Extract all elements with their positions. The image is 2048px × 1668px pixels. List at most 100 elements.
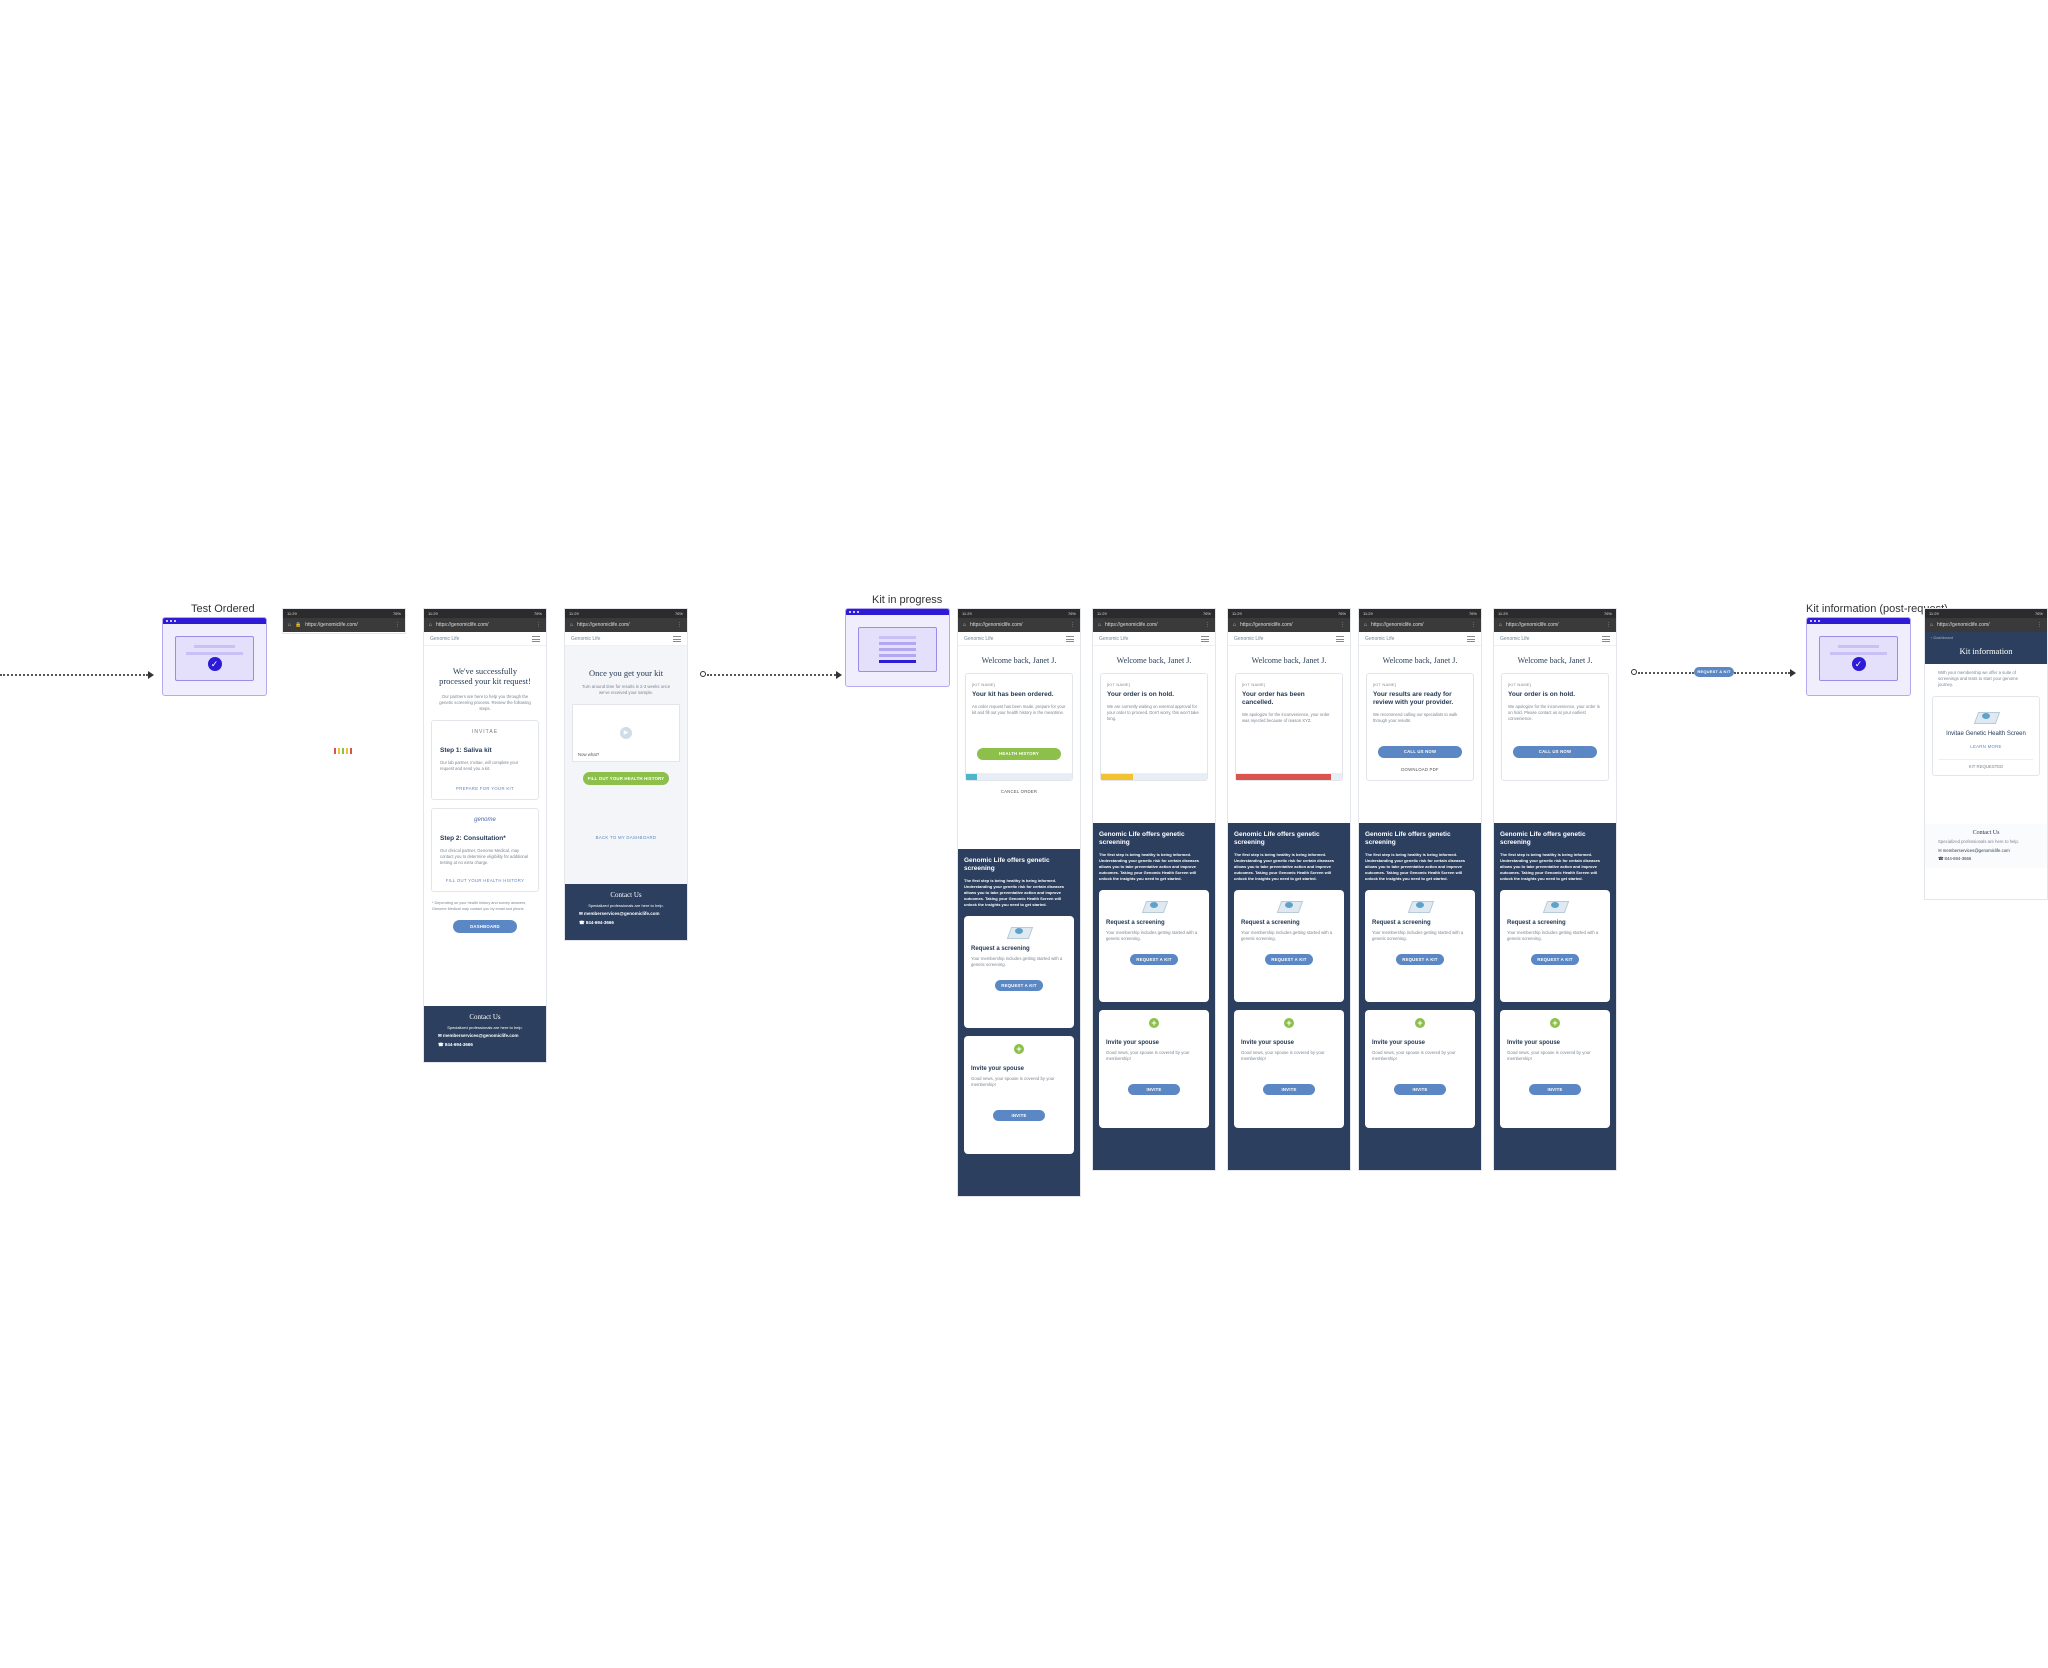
more-icon[interactable]: ⋮ <box>536 622 541 628</box>
contact-phone[interactable]: ☎ 844-694-3666 <box>579 920 614 925</box>
more-icon[interactable]: ⋮ <box>677 622 682 628</box>
status-battery: 76% <box>1337 611 1346 616</box>
card-action-button[interactable]: CALL US NOW <box>1513 746 1597 758</box>
status-body: We apologize for the inconvenience, your… <box>1242 712 1330 723</box>
menu-icon[interactable] <box>1467 635 1475 642</box>
url-field[interactable]: https://genomiclife.com/ <box>1371 622 1424 628</box>
card-body: Good news, your spouse is covered by you… <box>1372 1050 1456 1061</box>
cancel-order-link[interactable]: CANCEL ORDER <box>1000 789 1038 794</box>
home-icon[interactable]: ⌂ <box>1364 622 1368 628</box>
brand-logo[interactable]: Genomic Life <box>1500 635 1530 642</box>
back-link[interactable]: ‹ Dashboard <box>1931 635 1954 640</box>
invite-spouse-card: + Invite your spouse Good news, your spo… <box>964 1036 1074 1154</box>
contact-email[interactable]: ✉ memberservices@genomiclife.com <box>438 1033 519 1038</box>
request-kit-button[interactable]: REQUEST A KIT <box>1531 954 1579 965</box>
card-action-button[interactable]: HEALTH HISTORY <box>977 748 1061 760</box>
url-field[interactable]: https://genomiclife.com/ <box>1937 622 1990 628</box>
menu-icon[interactable] <box>1602 635 1610 642</box>
brand-logo[interactable]: Genomic Life <box>1099 635 1129 642</box>
request-kit-button[interactable]: REQUEST A KIT <box>1265 954 1313 965</box>
status-title: Your order is on hold. <box>1508 691 1576 698</box>
brand-logo[interactable]: Genomic Life <box>430 635 460 642</box>
card-action-button[interactable]: CALL US NOW <box>1378 746 1462 758</box>
invite-button[interactable]: INVITE <box>1128 1084 1180 1095</box>
contact-email[interactable]: ✉ memberservices@genomiclife.com <box>1938 848 2010 853</box>
prepare-kit-link[interactable]: PREPARE FOR YOUR KIT <box>456 786 514 791</box>
flow-connector <box>1638 672 1694 674</box>
more-icon[interactable]: ⋮ <box>2037 622 2042 628</box>
video-player[interactable]: ▶ Now what? <box>572 704 680 762</box>
invite-button[interactable]: INVITE <box>1263 1084 1315 1095</box>
brand-logo[interactable]: Genomic Life <box>1365 635 1395 642</box>
contact-phone[interactable]: ☎ 844-694-3666 <box>438 1042 473 1047</box>
status-title: Your results are ready for review with y… <box>1373 691 1454 706</box>
flow-title-test-ordered: Test Ordered <box>191 603 255 615</box>
progress-fill <box>1101 774 1133 780</box>
request-kit-button[interactable]: REQUEST A KIT <box>1396 954 1444 965</box>
brand-logo[interactable]: Genomic Life <box>964 635 994 642</box>
more-icon[interactable]: ⋮ <box>1606 622 1611 628</box>
learn-more-link[interactable]: LEARN MORE <box>1970 744 2002 749</box>
menu-icon[interactable] <box>673 635 681 642</box>
offer-title: Genomic Life offers genetic screening <box>1365 831 1451 846</box>
turnaround-text: Turn around time for results is 2-3 week… <box>581 684 671 695</box>
url-field[interactable]: https://genomiclife.com/ <box>305 622 358 628</box>
home-icon[interactable]: ⌂ <box>1930 622 1934 628</box>
video-caption: Now what? <box>578 752 600 757</box>
request-kit-connector-button[interactable]: REQUEST A KIT <box>1694 667 1734 677</box>
status-time: 11:29 <box>962 611 972 616</box>
invite-spouse-card: + Invite your spouse Good news, your spo… <box>1099 1010 1209 1128</box>
brand-logo[interactable]: Genomic Life <box>1234 635 1264 642</box>
url-field[interactable]: https://genomiclife.com/ <box>1506 622 1559 628</box>
menu-icon[interactable] <box>1336 635 1344 642</box>
invite-button[interactable]: INVITE <box>1394 1084 1446 1095</box>
url-field[interactable]: https://genomiclife.com/ <box>1105 622 1158 628</box>
menu-icon[interactable] <box>532 635 540 642</box>
url-field[interactable]: https://genomiclife.com/ <box>1240 622 1293 628</box>
contact-section: Contact Us Specialized professionals are… <box>565 884 687 940</box>
home-icon[interactable]: ⌂ <box>570 622 574 628</box>
play-icon[interactable]: ▶ <box>620 727 632 739</box>
card-body: Good news, your spouse is covered by you… <box>1507 1050 1591 1061</box>
more-icon[interactable]: ⋮ <box>1205 622 1210 628</box>
status-battery: 76% <box>392 611 401 616</box>
invite-button[interactable]: INVITE <box>1529 1084 1581 1095</box>
plus-icon: + <box>1284 1018 1294 1028</box>
more-icon[interactable]: ⋮ <box>395 622 400 628</box>
url-field[interactable]: https://genomiclife.com/ <box>577 622 630 628</box>
contact-email[interactable]: ✉ memberservices@genomiclife.com <box>579 911 660 916</box>
request-kit-button[interactable]: REQUEST A KIT <box>995 980 1043 991</box>
kit-box-icon <box>1276 898 1302 914</box>
status-progress-bar <box>1236 773 1342 780</box>
kit-status-card: [KIT NAME] Your kit has been ordered. An… <box>965 673 1073 781</box>
request-kit-button[interactable]: REQUEST A KIT <box>1130 954 1178 965</box>
contact-subtitle: Specialized professionals are here to he… <box>588 903 664 908</box>
status-progress-bar <box>966 773 1072 780</box>
brand-logo[interactable]: Genomic Life <box>571 635 601 642</box>
mail-icon: ✉ <box>1938 848 1943 853</box>
home-icon[interactable]: ⌂ <box>963 622 967 628</box>
health-history-button[interactable]: FILL OUT YOUR HEALTH HISTORY <box>583 772 669 785</box>
home-icon[interactable]: ⌂ <box>1233 622 1237 628</box>
home-icon[interactable]: ⌂ <box>1098 622 1102 628</box>
more-icon[interactable]: ⋮ <box>1070 622 1075 628</box>
home-icon[interactable]: ⌂ <box>1499 622 1503 628</box>
download-pdf-link[interactable]: DOWNLOAD PDF <box>1401 767 1439 772</box>
url-field[interactable]: https://genomiclife.com/ <box>436 622 489 628</box>
health-history-link[interactable]: FILL OUT YOUR HEALTH HISTORY <box>445 878 525 883</box>
plus-icon: + <box>1415 1018 1425 1028</box>
more-icon[interactable]: ⋮ <box>1340 622 1345 628</box>
kit-status-card: [KIT NAME] Your results are ready for re… <box>1366 673 1474 781</box>
back-to-dashboard-link[interactable]: BACK TO MY DASHBOARD <box>595 835 657 840</box>
offer-title: Genomic Life offers genetic screening <box>1234 831 1320 846</box>
invite-spouse-card: + Invite your spouse Good news, your spo… <box>1500 1010 1610 1128</box>
menu-icon[interactable] <box>1201 635 1209 642</box>
home-icon[interactable]: ⌂ <box>288 622 292 628</box>
menu-icon[interactable] <box>1066 635 1074 642</box>
contact-phone[interactable]: ☎ 844-694-3666 <box>1938 856 1972 861</box>
url-field[interactable]: https://genomiclife.com/ <box>970 622 1023 628</box>
invite-button[interactable]: INVITE <box>993 1110 1045 1121</box>
more-icon[interactable]: ⋮ <box>1471 622 1476 628</box>
dashboard-button[interactable]: DASHBOARD <box>453 920 517 933</box>
home-icon[interactable]: ⌂ <box>429 622 433 628</box>
